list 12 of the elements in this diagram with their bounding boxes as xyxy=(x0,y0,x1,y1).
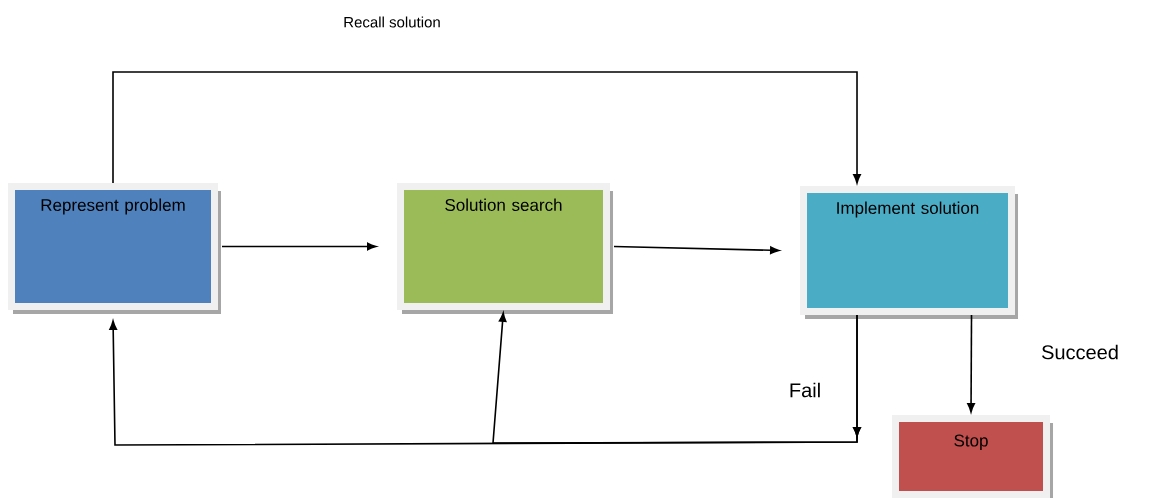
arrow xyxy=(967,314,975,413)
arrow xyxy=(492,312,861,444)
arrow xyxy=(613,245,780,255)
process-box: Solution search xyxy=(397,183,613,314)
edge-label: Fail xyxy=(787,381,823,399)
edge-label: Succeed xyxy=(1040,343,1120,361)
process-box: Stop xyxy=(892,415,1053,498)
process-box: Implement solution xyxy=(800,186,1018,319)
edge-label: Recall solution xyxy=(342,15,442,29)
process-box: Represent problem xyxy=(8,183,221,314)
arrow xyxy=(221,242,377,251)
arrow xyxy=(112,71,861,184)
